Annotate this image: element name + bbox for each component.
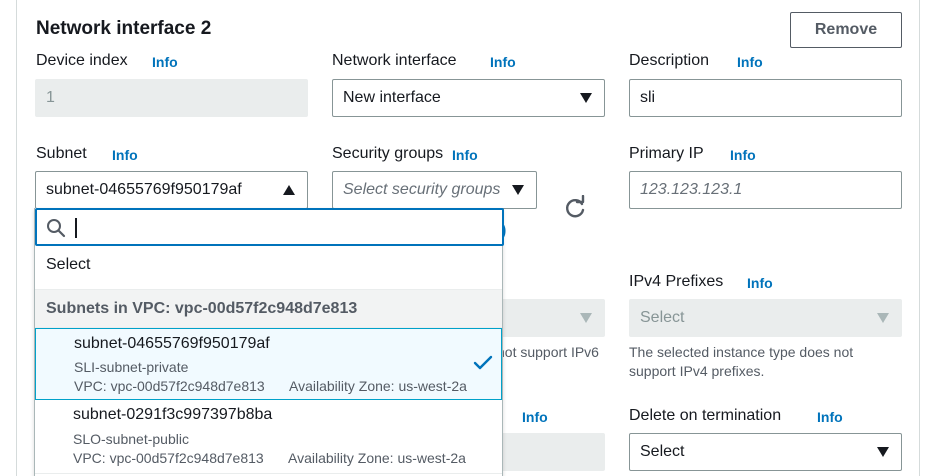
security-groups-label: Security groups	[332, 145, 444, 162]
network-interface-select[interactable]: New interface	[332, 79, 605, 117]
remove-button[interactable]: Remove	[790, 12, 902, 48]
device-index-value: 1	[46, 89, 55, 106]
primary-ip-placeholder: 123.123.123.1	[640, 181, 743, 198]
subnet-label: Subnet	[36, 145, 87, 162]
delete-on-termination-select[interactable]: Select	[629, 433, 902, 471]
option-vpc: VPC: vpc-00d57f2c948d7e813	[74, 378, 265, 394]
primary-ip-info-link[interactable]: Info	[730, 147, 756, 163]
network-interface-info-link[interactable]: Info	[490, 54, 516, 70]
option-name: SLI-subnet-private	[74, 359, 189, 375]
description-input[interactable]: sli	[629, 79, 902, 117]
search-icon	[46, 218, 66, 238]
ipv4-prefixes-hint-line1: The selected instance type does not	[629, 344, 854, 360]
subnet-search-input[interactable]	[35, 208, 504, 246]
check-icon	[473, 355, 493, 371]
description-info-link[interactable]: Info	[737, 54, 763, 70]
option-name: SLO-subnet-public	[73, 431, 189, 447]
select-option-label: Select	[46, 256, 91, 273]
ipv4-prefixes-info-link[interactable]: Info	[747, 275, 773, 291]
device-index-label: Device index	[36, 52, 128, 69]
subnet-option[interactable]: subnet-0291f3c997397b8ba SLO-subnet-publ…	[35, 400, 502, 474]
network-interface-value: New interface	[343, 89, 441, 106]
option-id: subnet-04655769f950179af	[74, 335, 270, 352]
group-header: Subnets in VPC: vpc-00d57f2c948d7e813	[35, 290, 502, 328]
network-interface-panel	[16, 0, 920, 476]
option-id: subnet-0291f3c997397b8ba	[73, 406, 273, 423]
caret-down-icon	[580, 93, 592, 103]
delete-on-termination-label: Delete on termination	[629, 407, 782, 424]
ipv4-prefixes-value: Select	[640, 309, 685, 326]
caret-down-icon	[877, 313, 889, 323]
device-index-info-link[interactable]: Info	[152, 54, 178, 70]
primary-ip-input[interactable]: 123.123.123.1	[629, 171, 902, 209]
option-vpc: VPC: vpc-00d57f2c948d7e813	[73, 450, 264, 466]
delete-on-termination-info-link[interactable]: Info	[817, 409, 843, 425]
description-label: Description	[629, 52, 710, 69]
option-az: Availability Zone: us-west-2a	[288, 450, 466, 466]
description-value: sli	[640, 89, 656, 106]
subnet-value: subnet-04655769f950179af	[46, 181, 242, 198]
subnet-option-selected[interactable]: subnet-04655769f950179af SLI-subnet-priv…	[35, 328, 502, 400]
delete-on-termination-value: Select	[640, 443, 685, 460]
ipv4-prefixes-label: IPv4 Prefixes	[629, 273, 724, 290]
security-groups-select[interactable]: Select security groups	[332, 171, 537, 209]
group-header-label: Subnets in VPC: vpc-00d57f2c948d7e813	[46, 300, 358, 317]
caret-up-icon	[283, 185, 295, 195]
subnet-dropdown: Select Subnets in VPC: vpc-00d57f2c948d7…	[34, 208, 504, 476]
ipv4-prefixes-select: Select	[629, 299, 902, 337]
caret-down-icon	[580, 313, 592, 323]
option-az: Availability Zone: us-west-2a	[289, 378, 467, 394]
subnet-info-link[interactable]: Info	[112, 147, 138, 163]
primary-ip-label: Primary IP	[629, 145, 704, 162]
section-title: Network interface 2	[36, 18, 212, 39]
ipv6-hint: not support IPv6	[497, 344, 599, 360]
network-interface-label: Network interface	[332, 52, 457, 69]
device-index-field: 1	[35, 79, 308, 117]
caret-down-icon	[877, 447, 889, 457]
hidden-field-info-link[interactable]: Info	[522, 409, 548, 425]
security-groups-info-link[interactable]: Info	[452, 147, 478, 163]
ipv4-prefixes-hint-line2: support IPv4 prefixes.	[629, 363, 765, 379]
refresh-icon[interactable]	[563, 194, 589, 221]
text-cursor	[75, 218, 77, 238]
select-option[interactable]: Select	[35, 246, 502, 290]
caret-down-icon	[512, 185, 524, 195]
security-groups-placeholder: Select security groups	[343, 181, 501, 198]
subnet-select[interactable]: subnet-04655769f950179af	[35, 171, 308, 209]
